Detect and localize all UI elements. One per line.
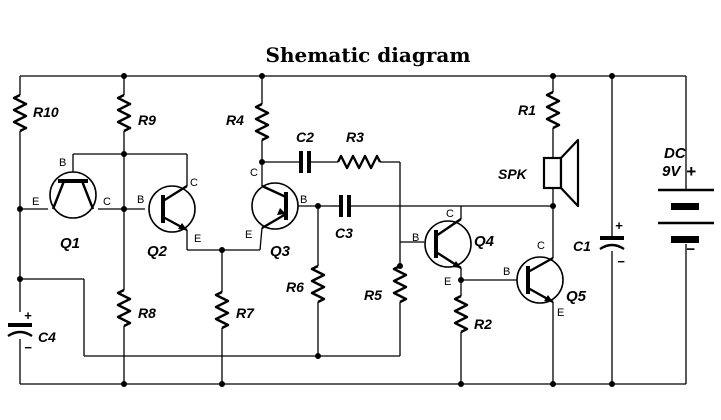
- label-c2: C2: [296, 129, 314, 145]
- q5-collector-pin: C: [537, 240, 545, 252]
- capacitor-c3: [339, 195, 351, 217]
- junction-dots: [17, 73, 615, 387]
- transistor-q1: [49, 171, 97, 219]
- q4-base-pin: B: [412, 232, 419, 244]
- label-r6: R6: [286, 279, 304, 295]
- label-r1: R1: [518, 102, 536, 118]
- battery-label-dc: DC: [664, 145, 687, 162]
- bottom-rail: [20, 244, 687, 385]
- battery-minus-sign: −: [686, 241, 695, 258]
- label-r3: R3: [346, 129, 364, 145]
- label-q3: Q3: [270, 243, 291, 260]
- battery-symbol: [658, 188, 714, 243]
- q1-collector-pin: C: [103, 196, 111, 208]
- q1-emitter-pin: E: [32, 196, 39, 208]
- resistor-r1: [545, 90, 561, 130]
- q4-emitter-pin: E: [444, 276, 451, 288]
- label-q2: Q2: [147, 243, 168, 260]
- label-r8: R8: [138, 305, 156, 321]
- diagram-title: Shematic diagram: [266, 43, 471, 67]
- top-rail: [20, 75, 687, 190]
- q5-base-pin: B: [503, 266, 510, 278]
- q2-base-pin: B: [137, 194, 144, 206]
- label-r7: R7: [236, 305, 255, 321]
- q2-collector-pin: C: [190, 177, 198, 189]
- c4-minus-sign: −: [24, 340, 32, 355]
- transistor-q3: [251, 182, 299, 230]
- label-q1: Q1: [60, 235, 80, 252]
- label-r2: R2: [474, 316, 492, 332]
- label-q5: Q5: [566, 288, 587, 305]
- c1-plus-sign: +: [615, 218, 623, 233]
- capacitor-c2: [299, 151, 311, 173]
- resistor-r5: [392, 264, 408, 304]
- resistor-r7: [214, 290, 230, 330]
- resistor-r8: [116, 288, 132, 328]
- label-r5: R5: [364, 287, 382, 303]
- q3-base-pin: B: [300, 194, 307, 206]
- label-r10: R10: [33, 104, 59, 120]
- label-r9: R9: [138, 112, 156, 128]
- capacitor-c4: [7, 323, 33, 338]
- q1-base-pin: B: [59, 157, 66, 169]
- speaker-symbol: [542, 138, 580, 208]
- c4-plus-sign: +: [24, 308, 32, 323]
- transistor-q4: [424, 218, 472, 270]
- q2-emitter-pin: E: [194, 233, 201, 245]
- resistor-r6: [310, 264, 326, 304]
- q4-collector-pin: C: [446, 208, 454, 220]
- transistor-q5: [516, 256, 564, 304]
- resistor-r10: [12, 93, 28, 133]
- label-spk: SPK: [498, 166, 528, 182]
- label-c4: C4: [38, 329, 56, 345]
- resistor-r9: [116, 93, 132, 133]
- capacitor-c1: [599, 236, 625, 251]
- q5-emitter-pin: E: [557, 307, 564, 319]
- q3-collector-pin: C: [250, 167, 258, 179]
- label-q4: Q4: [474, 233, 495, 250]
- label-r4: R4: [226, 112, 244, 128]
- label-c1: C1: [573, 238, 591, 254]
- battery-label-voltage: 9V: [662, 163, 682, 180]
- q3-emitter-pin: E: [245, 229, 252, 241]
- resistor-r4: [254, 102, 270, 142]
- resistor-r2: [453, 294, 469, 334]
- transistor-q2: [148, 184, 196, 233]
- label-c3: C3: [335, 225, 353, 241]
- resistor-r3: [336, 154, 382, 170]
- battery-plus-sign: +: [686, 162, 696, 181]
- c1-minus-sign: −: [617, 254, 625, 269]
